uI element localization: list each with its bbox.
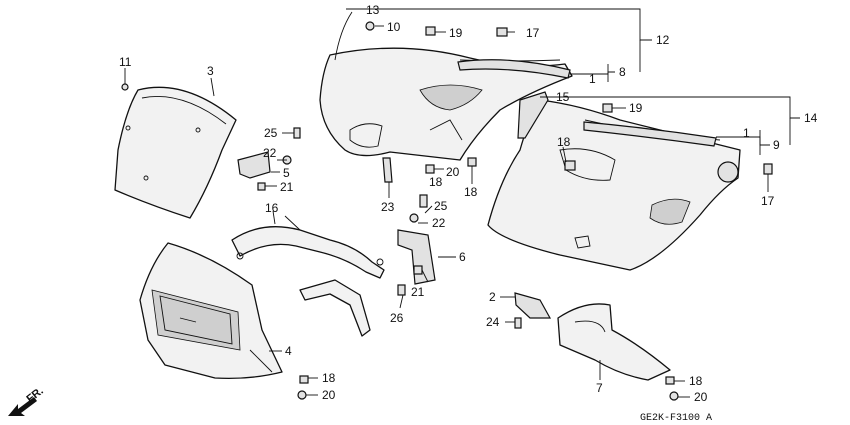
callout-9: 9: [773, 138, 780, 152]
callout-15: 15: [556, 90, 570, 104]
callout-16: 16: [265, 201, 279, 215]
callout-8: 8: [619, 65, 626, 79]
callout-20c: 20: [694, 390, 708, 404]
callout-18e: 18: [689, 374, 703, 388]
callout-numbers: 11 3 13 10 19 17 12 8 1 15 19 14 1 9 18 …: [119, 3, 818, 404]
reference-code: GE2K-F3100 A: [640, 413, 712, 424]
callout-21b: 21: [411, 285, 425, 299]
callout-3: 3: [207, 64, 214, 78]
callout-7: 7: [596, 381, 603, 395]
callout-12: 12: [656, 33, 670, 47]
callout-18a: 18: [557, 135, 571, 149]
front-direction-indicator: FR.: [8, 385, 46, 416]
callout-19b: 19: [629, 101, 643, 115]
callout-13: 13: [366, 3, 380, 17]
callout-18c: 18: [464, 185, 478, 199]
callout-21a: 21: [280, 180, 294, 194]
bracket-2: [514, 292, 552, 319]
callout-6: 6: [459, 250, 466, 264]
callout-18d: 18: [322, 371, 336, 385]
strip-23: [382, 157, 393, 183]
callout-17b: 17: [761, 194, 775, 208]
callout-14: 14: [804, 111, 818, 125]
fasteners: [121, 21, 773, 401]
callout-18b: 18: [429, 175, 443, 189]
callout-22b: 22: [432, 216, 446, 230]
callout-17a: 17: [526, 26, 540, 40]
callout-25a: 25: [264, 126, 278, 140]
callout-4: 4: [285, 344, 292, 358]
callout-20a: 20: [446, 165, 460, 179]
molding-1-upper: [457, 59, 571, 79]
callout-10: 10: [387, 20, 401, 34]
cowl-stay: [231, 215, 385, 337]
bracket-5: [237, 151, 271, 179]
callout-2: 2: [489, 290, 496, 304]
callout-24: 24: [486, 315, 500, 329]
bracket-6: [397, 229, 436, 285]
strip-15: [517, 91, 549, 139]
upper-cowl: [319, 11, 573, 161]
callout-5: 5: [283, 166, 290, 180]
callout-19a: 19: [449, 26, 463, 40]
callout-25b: 25: [434, 199, 448, 213]
side-cowl: [487, 99, 741, 271]
callout-1a: 1: [589, 72, 596, 86]
callout-22a: 22: [263, 146, 277, 160]
callout-26: 26: [390, 311, 404, 325]
windscreen: [114, 86, 237, 219]
callout-1b: 1: [743, 126, 750, 140]
callout-20b: 20: [322, 388, 336, 402]
front-cowl: [139, 242, 283, 380]
leader-lines: [124, 8, 800, 398]
molding-1-lower: [583, 121, 717, 147]
front-arrow-icon: [8, 397, 37, 416]
callout-23: 23: [381, 200, 395, 214]
inner-panel: [557, 303, 671, 381]
callout-11: 11: [119, 55, 132, 69]
